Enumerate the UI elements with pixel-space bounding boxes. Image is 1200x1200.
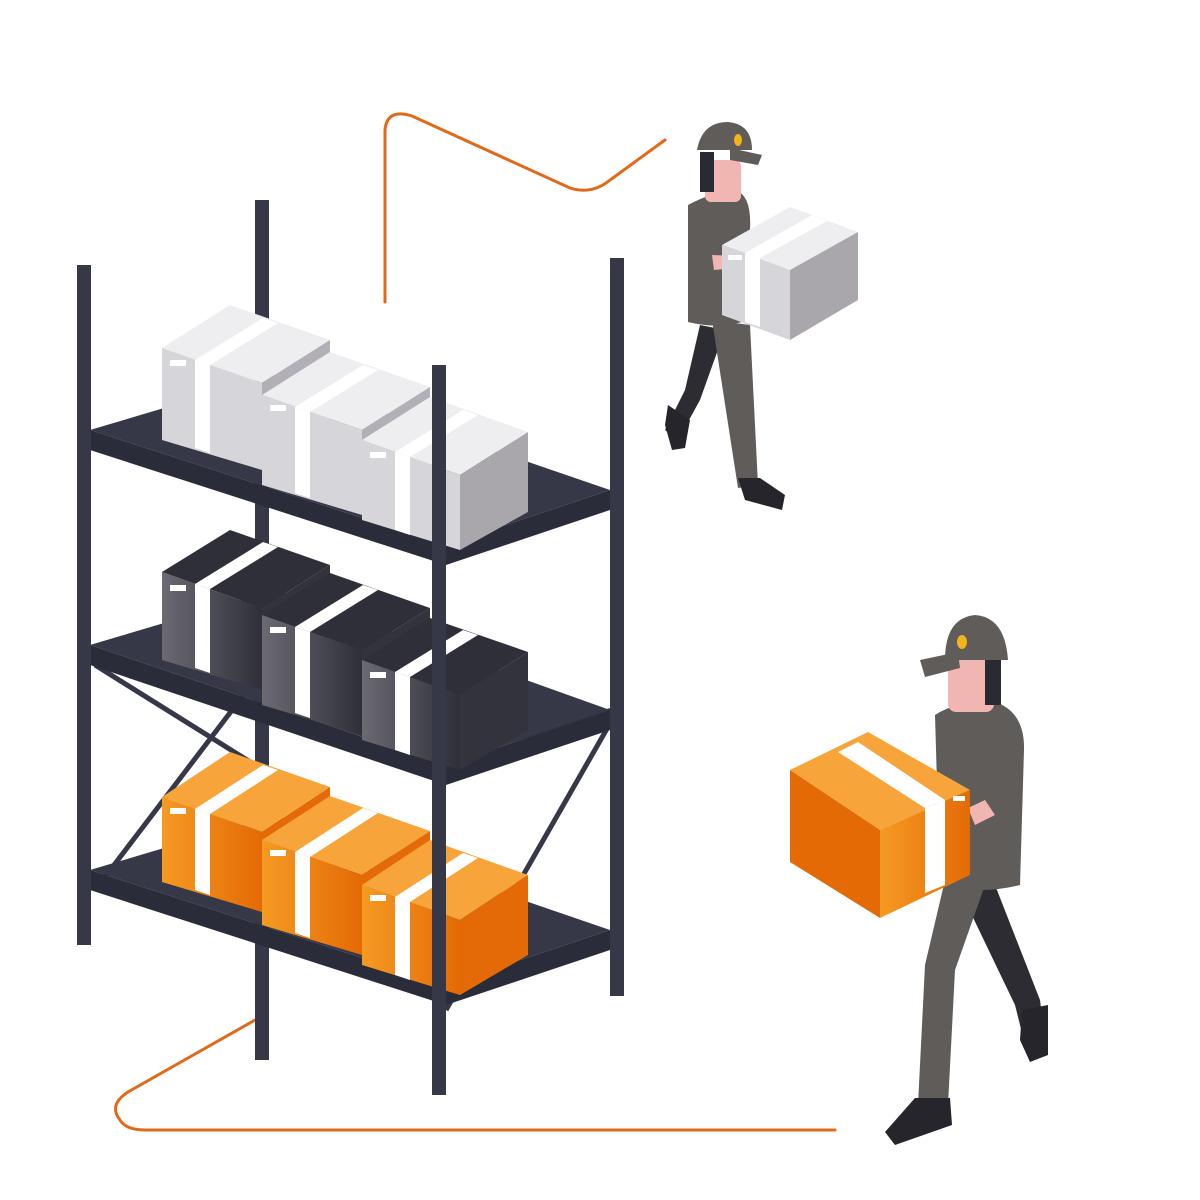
cap-icon	[920, 615, 1008, 677]
bottom-accent-line	[114, 1018, 837, 1132]
worker-icon	[665, 122, 858, 510]
orange-box-icon	[162, 752, 528, 995]
accent-lines	[114, 112, 837, 1132]
cap-icon	[697, 122, 762, 165]
rack-front-right-post	[610, 258, 624, 996]
top-accent-line	[383, 112, 667, 304]
storage-rack-icon	[77, 200, 624, 1095]
rack-front-left-post	[77, 265, 91, 945]
light-box-icon	[162, 305, 528, 550]
worker-icon	[790, 615, 1048, 1145]
